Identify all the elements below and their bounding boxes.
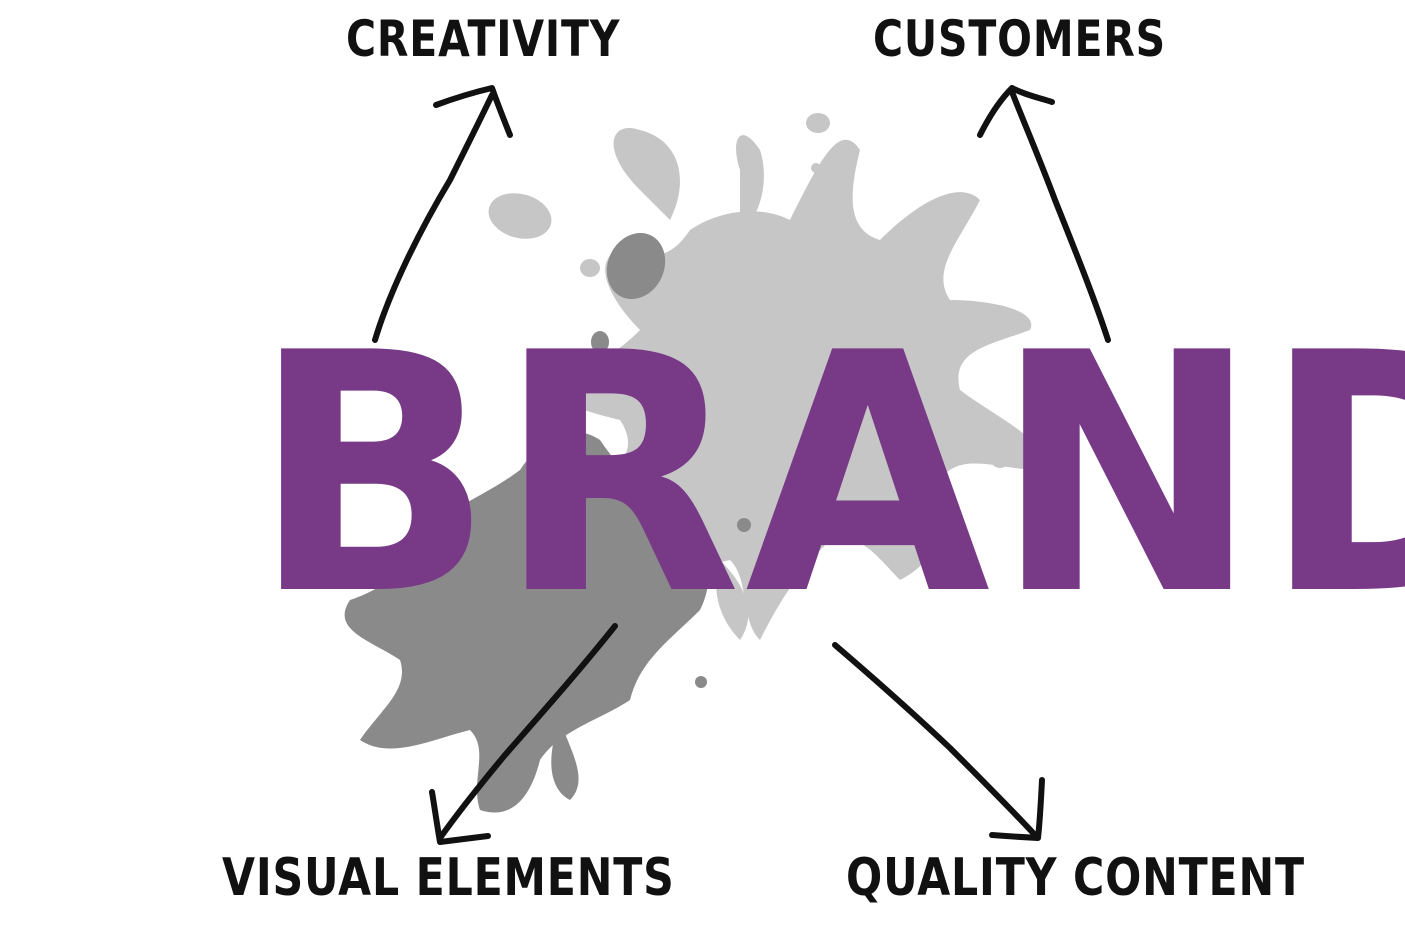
arrow-to-quality-content: [832, 642, 1045, 841]
label-quality-content: QUALITY CONTENT: [846, 848, 1305, 908]
arrow-to-customers: [977, 85, 1111, 343]
label-visual-elements: VISUAL ELEMENTS: [222, 848, 675, 908]
dark-splash: [344, 232, 751, 813]
arrow-to-visual-elements: [429, 623, 618, 845]
arrow-to-creativity: [372, 85, 513, 343]
label-creativity: CREATIVITY: [346, 10, 621, 68]
brand-title: BRAND: [252, 283, 1405, 667]
label-customers: CUSTOMERS: [873, 10, 1167, 68]
